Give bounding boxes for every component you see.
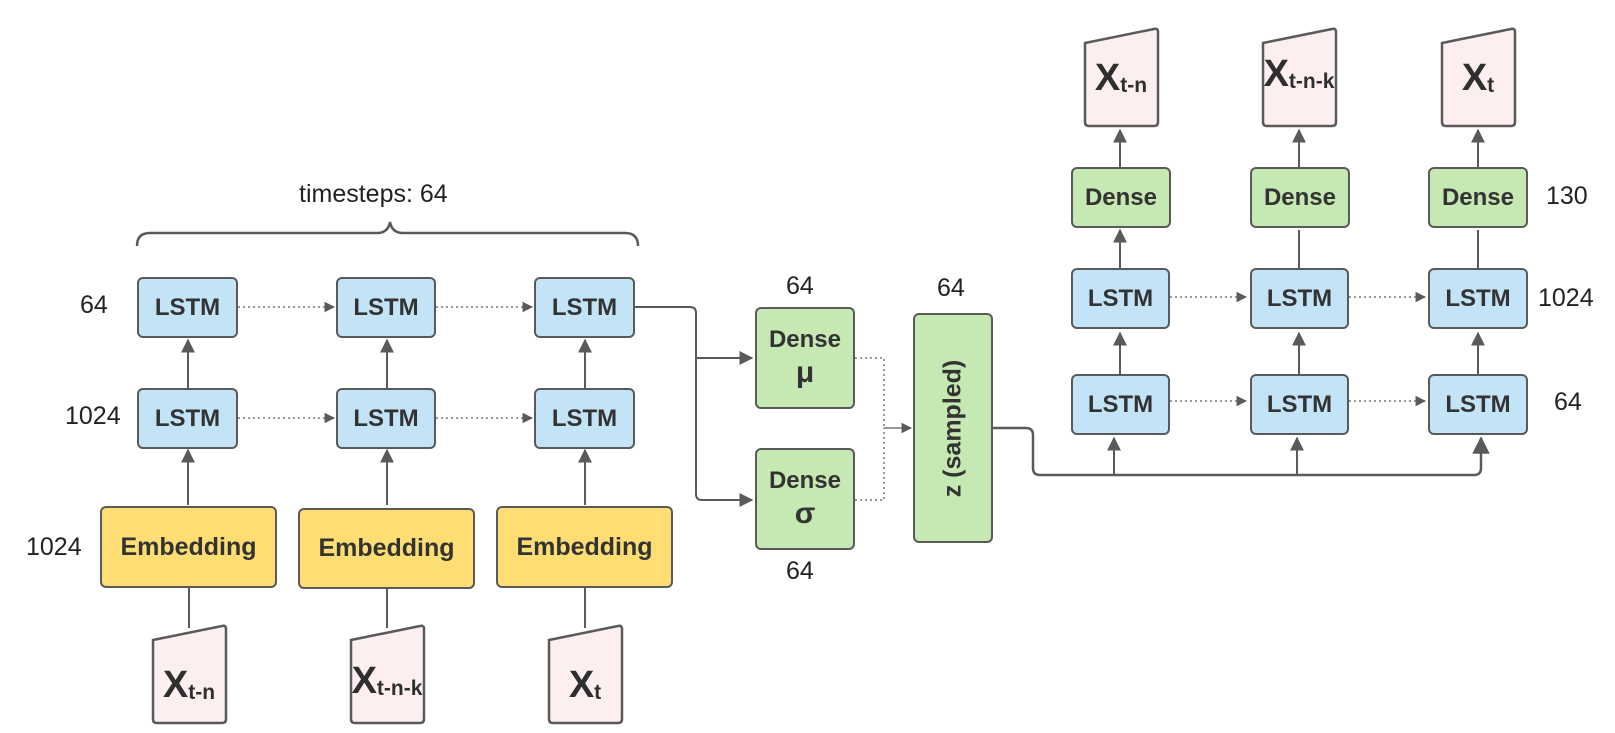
dec-lstm-top-2: LSTM <box>1250 268 1349 329</box>
input-x-label: Xt-n <box>148 664 230 707</box>
dim-dec-lstm-top: 1024 <box>1538 284 1594 312</box>
dim-z: 64 <box>937 274 965 302</box>
input-x-3: Xt <box>544 624 626 725</box>
embedding-1: Embedding <box>100 506 277 588</box>
lstm-label: LSTM <box>551 404 618 432</box>
enc-lstm-bottom-1: LSTM <box>137 388 238 449</box>
x-main: X <box>351 660 377 702</box>
dim-dense-sigma: 64 <box>786 557 814 585</box>
dim-enc-lstm-bottom: 1024 <box>65 402 121 430</box>
dec-lstm-bottom-2: LSTM <box>1250 374 1349 435</box>
output-x-1: Xt-n <box>1080 27 1162 128</box>
dim-dense-mu: 64 <box>786 272 814 300</box>
x-sub: t-n <box>1120 74 1148 97</box>
output-x-label: Xt-n <box>1080 57 1162 100</box>
enc-lstm-top-3: LSTM <box>534 277 635 338</box>
x-main: X <box>1263 53 1289 95</box>
z-to-decoder <box>993 426 1490 477</box>
embedding-label: Embedding <box>318 534 455 562</box>
dense-label: Dense <box>768 326 842 353</box>
dense-sigma: Dense σ <box>755 448 855 550</box>
x-sub: t <box>594 681 602 704</box>
dec-dense-2: Dense <box>1250 167 1350 228</box>
z-sampled: z (sampled) <box>913 313 993 543</box>
dec-lstm-top-3: LSTM <box>1428 268 1528 329</box>
dim-embedding: 1024 <box>26 533 82 561</box>
dense-mu: Dense μ <box>755 307 855 409</box>
dec-lstm-bottom-3: LSTM <box>1428 374 1528 435</box>
lstm-label: LSTM <box>353 293 419 321</box>
output-x-label: Xt-n-k <box>1258 53 1340 96</box>
output-x-3: Xt <box>1437 27 1519 128</box>
input-x-1: Xt-n <box>148 624 230 725</box>
x-sub: t-n-k <box>376 677 423 700</box>
lstm-label: LSTM <box>1266 284 1333 312</box>
mu-symbol: μ <box>795 356 815 389</box>
enc-lstm-bottom-3: LSTM <box>534 388 635 449</box>
dense-label: Dense <box>1084 183 1158 211</box>
lstm-label: LSTM <box>1087 284 1154 312</box>
x-main: X <box>162 664 189 706</box>
input-x-label: Xt <box>544 664 626 707</box>
dense-label: Dense <box>768 467 842 494</box>
embedding-label: Embedding <box>516 532 653 561</box>
x-main: X <box>568 664 595 706</box>
input-x-label: Xt-n-k <box>346 660 428 703</box>
lstm-label: LSTM <box>1445 284 1511 312</box>
x-main: X <box>1094 57 1121 99</box>
embedding-2: Embedding <box>298 508 475 589</box>
timesteps-brace <box>135 221 640 247</box>
x-sub: t <box>1487 74 1495 97</box>
dec-dense-1: Dense <box>1071 167 1171 228</box>
z-label: z (sampled) <box>938 359 967 497</box>
enc-to-dense-path <box>635 306 754 507</box>
dec-lstm-bottom-1: LSTM <box>1071 374 1170 435</box>
lstm-label: LSTM <box>551 293 618 321</box>
output-x-label: Xt <box>1437 57 1519 100</box>
lstm-label: LSTM <box>154 404 221 432</box>
lstm-label: LSTM <box>1266 390 1333 418</box>
dim-enc-lstm-top: 64 <box>80 291 108 319</box>
dim-dec-dense: 130 <box>1546 182 1588 210</box>
enc-lstm-bottom-2: LSTM <box>336 388 436 449</box>
sigma-to-z <box>855 428 885 501</box>
lstm-label: LSTM <box>1087 390 1154 418</box>
enc-lstm-top-2: LSTM <box>336 277 436 338</box>
enc-lstm-top-1: LSTM <box>137 277 238 338</box>
lstm-label: LSTM <box>353 404 419 432</box>
x-sub: t-n <box>188 681 216 704</box>
dense-label: Dense <box>1441 183 1515 211</box>
dec-dense-3: Dense <box>1428 167 1528 228</box>
x-sub: t-n-k <box>1288 70 1335 93</box>
dense-label: Dense <box>1263 183 1337 211</box>
dec-lstm-top-1: LSTM <box>1071 268 1170 329</box>
input-x-2: Xt-n-k <box>346 624 428 725</box>
x-main: X <box>1461 57 1488 99</box>
mu-to-z <box>855 357 885 428</box>
timesteps-label: timesteps: 64 <box>299 180 448 208</box>
embedding-label: Embedding <box>120 532 257 561</box>
sigma-symbol: σ <box>794 497 816 530</box>
embedding-3: Embedding <box>496 506 673 588</box>
lstm-label: LSTM <box>154 293 221 321</box>
output-x-2: Xt-n-k <box>1258 27 1340 128</box>
dim-dec-lstm-bottom: 64 <box>1554 388 1582 416</box>
lstm-label: LSTM <box>1445 390 1511 418</box>
